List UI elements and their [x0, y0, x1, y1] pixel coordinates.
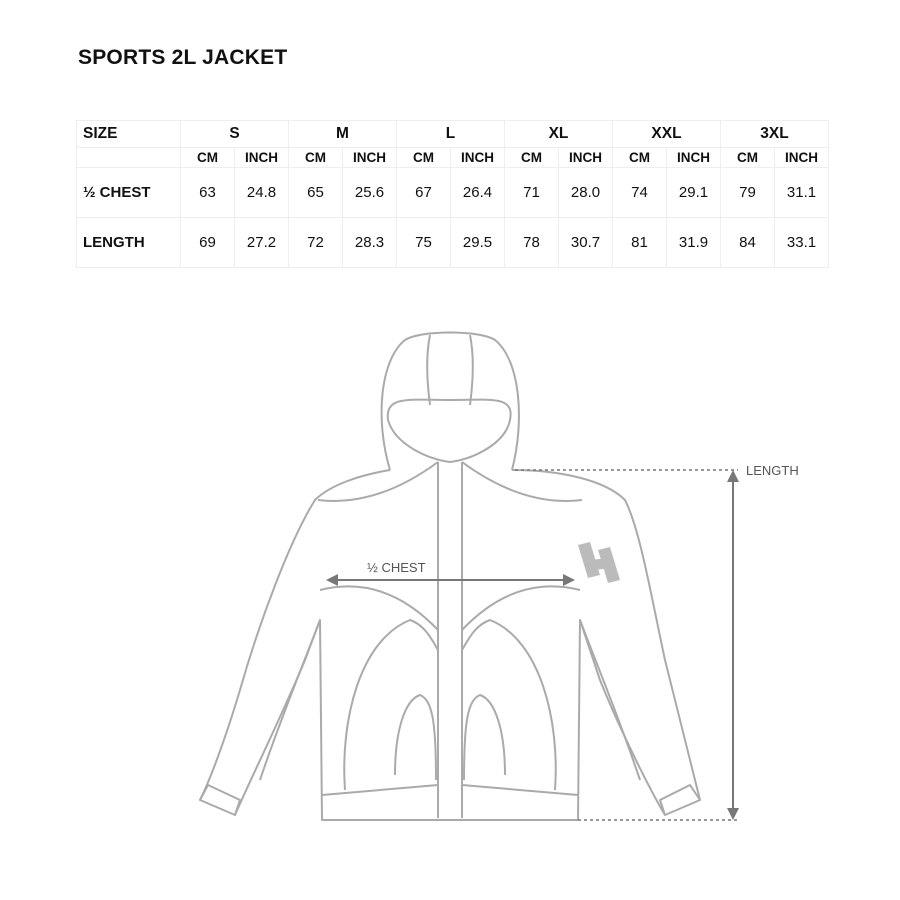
- unit-cm: CM: [288, 147, 343, 168]
- cell: 29.1: [666, 167, 721, 218]
- length-measure-label: LENGTH: [746, 463, 799, 478]
- size-header-row: SIZE S M L XL XXL 3XL: [76, 120, 829, 148]
- cell: 26.4: [450, 167, 505, 218]
- chest-measure-label: ½ CHEST: [367, 560, 426, 575]
- cell: 31.1: [774, 167, 829, 218]
- cell: 65: [288, 167, 343, 218]
- cell: 72: [288, 217, 343, 268]
- unit-inch: INCH: [558, 147, 613, 168]
- size-header-label: SIZE: [76, 120, 181, 148]
- row-label: LENGTH: [76, 217, 181, 268]
- size-xl: XL: [504, 120, 613, 148]
- cell: 63: [180, 167, 235, 218]
- cell: 24.8: [234, 167, 289, 218]
- cell: 79: [720, 167, 775, 218]
- unit-cm: CM: [720, 147, 775, 168]
- row-label: ½ CHEST: [76, 167, 181, 218]
- chest-measure-arrow: [326, 574, 575, 586]
- logo-icon: [578, 542, 620, 583]
- cell: 84: [720, 217, 775, 268]
- unit-inch: INCH: [666, 147, 721, 168]
- cell: 30.7: [558, 217, 613, 268]
- cell: 69: [180, 217, 235, 268]
- size-3xl: 3XL: [720, 120, 829, 148]
- cell: 31.9: [666, 217, 721, 268]
- size-m: M: [288, 120, 397, 148]
- cell: 71: [504, 167, 559, 218]
- size-l: L: [396, 120, 505, 148]
- cell: 29.5: [450, 217, 505, 268]
- size-xxl: XXL: [612, 120, 721, 148]
- cell: 67: [396, 167, 451, 218]
- cell: 33.1: [774, 217, 829, 268]
- cell: 25.6: [342, 167, 397, 218]
- length-measure-arrow: [515, 469, 739, 821]
- jacket-outline: [199, 331, 701, 821]
- cell: 75: [396, 217, 451, 268]
- page-title: SPORTS 2L JACKET: [78, 46, 288, 69]
